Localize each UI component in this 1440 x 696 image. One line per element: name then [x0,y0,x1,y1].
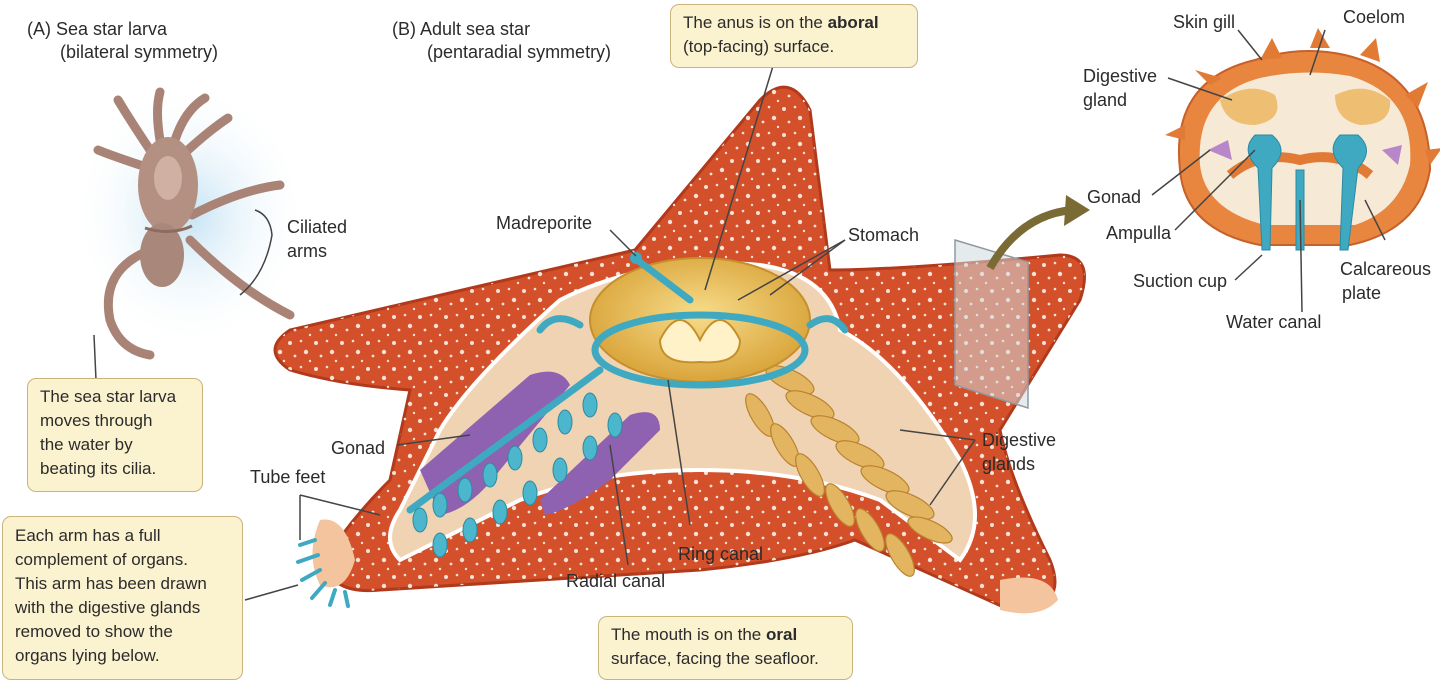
larva-callout: The sea star larva moves through the wat… [27,378,203,492]
suction-cup-label: Suction cup [1133,271,1228,291]
section-arrow [986,206,1073,270]
coelom-label: Coelom [1343,7,1406,27]
madreporite-label: Madreporite [496,213,593,233]
larva-drawing [70,80,310,360]
tube-feet-label: Tube feet [250,467,326,487]
mouth-callout: The mouth is on the oral surface, facing… [598,616,853,680]
arm-cross-section [1165,28,1440,251]
leader-lines [93,29,1386,601]
adult-sea-star-drawing [273,85,1086,614]
adult-panel-title: (B) Adult sea star (pentaradial symmetry… [392,18,611,64]
adult-title: (B) Adult sea star [392,19,531,39]
radial-canal-label: Radial canal [566,571,666,591]
larva-subtitle: (bilateral symmetry) [60,42,219,62]
gonad-label: Gonad [331,438,386,458]
skin-gill-label: Skin gill [1173,12,1236,32]
cross-section-gonad-label: Gonad [1087,187,1142,207]
larva-panel-title: (A) Sea star larva (bilateral symmetry) [27,18,218,64]
ring-canal-label: Ring canal [678,544,764,564]
arm-callout: Each arm has a full complement of organs… [2,516,243,680]
stomach-label: Stomach [848,225,920,245]
water-canal-label: Water canal [1226,312,1322,332]
ampulla-label: Ampulla [1106,223,1172,243]
anus-callout: The anus is on the aboral (top-facing) s… [670,4,918,68]
larva-title: (A) Sea star larva [27,19,168,39]
adult-subtitle: (pentaradial symmetry) [427,42,612,62]
